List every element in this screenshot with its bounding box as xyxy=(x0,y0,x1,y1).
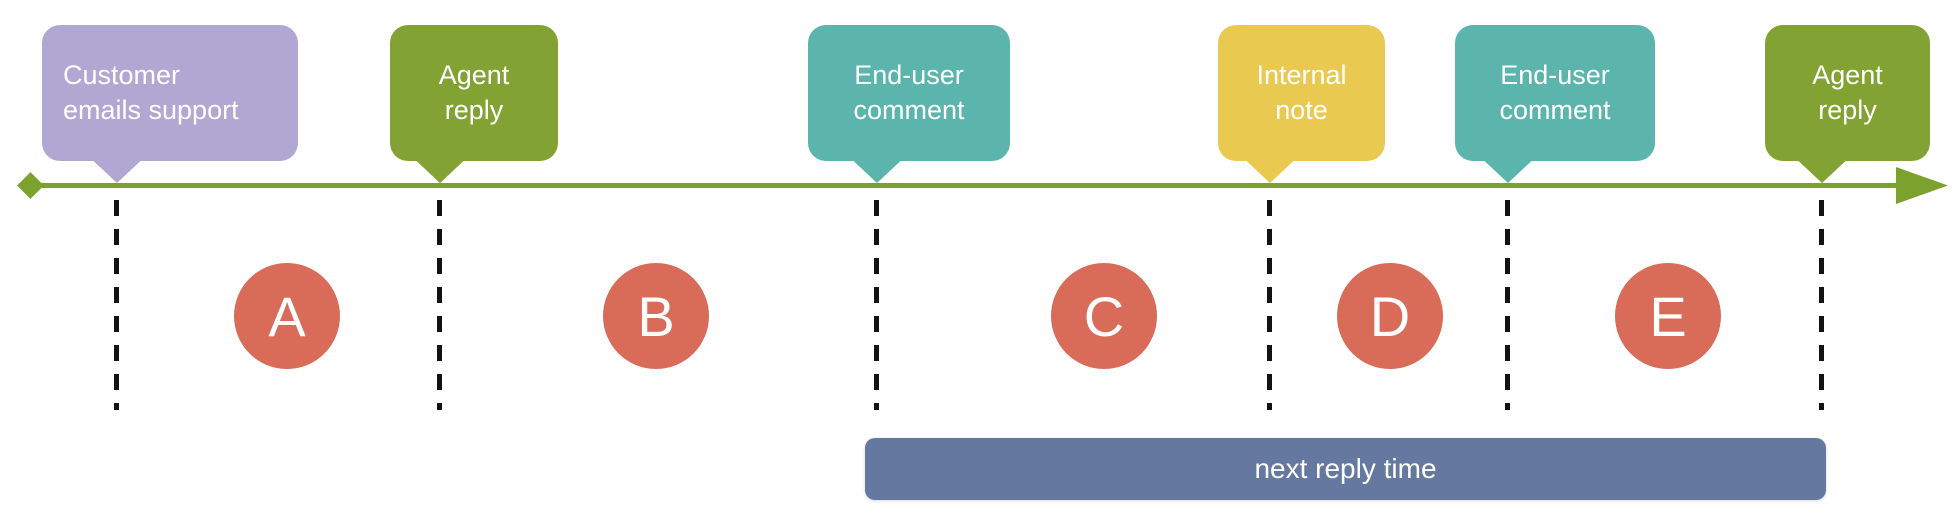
timeline-arrowhead-icon xyxy=(1896,167,1948,204)
interval-letter: A xyxy=(268,284,306,348)
event-label: Customer emails support xyxy=(63,60,239,125)
timeline-line xyxy=(30,183,1902,188)
speech-bubble: Internal note xyxy=(1218,25,1385,161)
bubble-tail-icon xyxy=(86,154,148,183)
bubble-tail-icon xyxy=(1791,154,1853,183)
bubble-tail-icon xyxy=(846,154,908,183)
speech-bubble: Customer emails support xyxy=(42,25,298,161)
speech-bubble: Agent reply xyxy=(390,25,558,161)
event-marker-dashed-line xyxy=(874,200,879,410)
bubble-tail-icon xyxy=(1239,154,1301,183)
interval-letter: C xyxy=(1083,284,1125,348)
timeline-start-diamond-icon xyxy=(17,172,44,199)
interval-marker-b: B xyxy=(603,263,709,369)
speech-bubble: End-user comment xyxy=(1455,25,1655,161)
event-marker-dashed-line xyxy=(1267,200,1272,410)
event-label: End-user comment xyxy=(1499,60,1611,125)
speech-bubble: Agent reply xyxy=(1765,25,1930,161)
interval-letter: D xyxy=(1369,284,1411,348)
next-reply-time-bar: next reply time xyxy=(865,438,1826,500)
event-label: Agent reply xyxy=(438,60,510,125)
interval-letter: B xyxy=(637,284,675,348)
bubble-tail-icon xyxy=(1477,154,1539,183)
next-reply-time-label: next reply time xyxy=(1254,453,1437,484)
event-label: End-user comment xyxy=(853,60,965,125)
interval-marker-c: C xyxy=(1051,263,1157,369)
event-marker-dashed-line xyxy=(1505,200,1510,410)
interval-letter: E xyxy=(1649,284,1687,348)
speech-bubble: End-user comment xyxy=(808,25,1010,161)
interval-marker-a: A xyxy=(234,263,340,369)
interval-marker-d: D xyxy=(1337,263,1443,369)
event-marker-dashed-line xyxy=(1819,200,1824,410)
event-label: Internal note xyxy=(1256,60,1347,125)
event-label: Agent reply xyxy=(1812,60,1883,125)
interval-marker-e: E xyxy=(1615,263,1721,369)
bubble-tail-icon xyxy=(409,154,471,183)
event-marker-dashed-line xyxy=(114,200,119,410)
event-marker-dashed-line xyxy=(437,200,442,410)
